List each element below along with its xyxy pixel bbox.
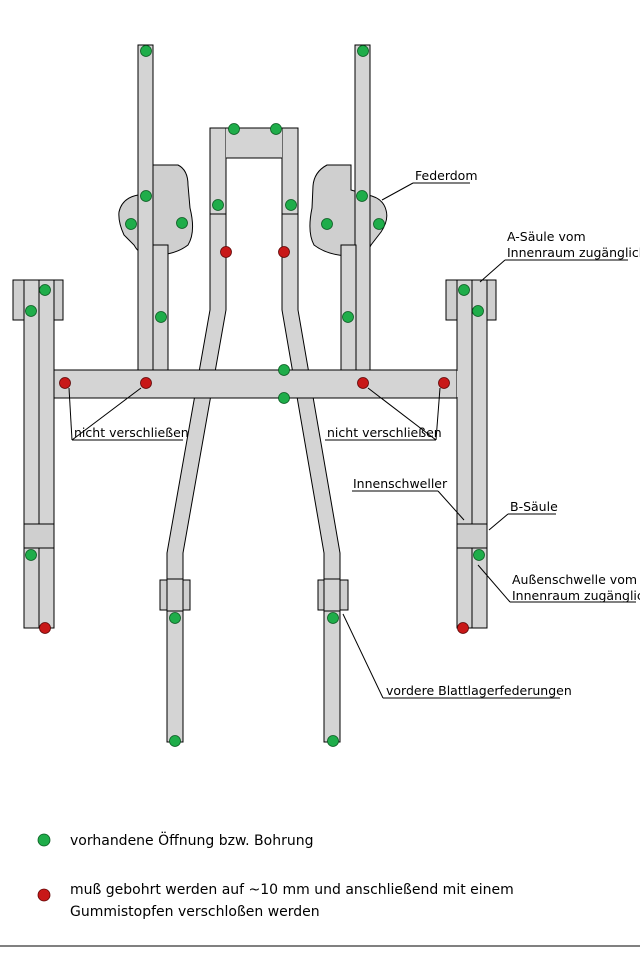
label-aussenschwelle-2: Innenraum zugänglich bbox=[512, 588, 640, 603]
label-innenschweller: Innenschweller bbox=[353, 476, 448, 491]
right-sill-inner bbox=[456, 279, 473, 629]
label-aussenschwelle-1: Außenschwelle vom bbox=[512, 572, 637, 587]
left-sill-outer bbox=[23, 279, 40, 629]
label-blattlager: vordere Blattlagerfederungen bbox=[386, 683, 572, 698]
holes-to-drill bbox=[39, 246, 469, 634]
left-shock-tower-bracket bbox=[118, 164, 194, 256]
right-upper-rail bbox=[354, 44, 371, 371]
legend: vorhandene Öffnung bzw. Bohrung muß gebo… bbox=[37, 831, 514, 920]
label-a-saeule-2: Innenraum zugänglich bbox=[507, 245, 640, 260]
legend-red-text-1: muß gebohrt werden auf ~10 mm und anschl… bbox=[70, 882, 514, 898]
main-crossmember bbox=[51, 369, 458, 399]
label-nicht-verschliessen-left: nicht verschließen bbox=[74, 425, 189, 440]
right-shock-tower-bracket bbox=[309, 164, 388, 257]
legend-green-text: vorhandene Öffnung bzw. Bohrung bbox=[70, 831, 313, 849]
right-inner-rail bbox=[340, 244, 357, 371]
legend-red-dot bbox=[37, 888, 51, 902]
right-sill-outer bbox=[471, 279, 488, 629]
label-federdom: Federdom bbox=[415, 168, 478, 183]
left-sill-inner bbox=[38, 279, 55, 629]
label-b-saeule: B-Säule bbox=[510, 499, 558, 514]
existing-holes bbox=[25, 45, 485, 747]
legend-red-text-2: Gummistopfen verschloßen werden bbox=[70, 904, 320, 920]
left-upper-rail bbox=[137, 44, 154, 371]
legend-green-dot bbox=[37, 833, 51, 847]
leader-lines bbox=[68, 182, 636, 699]
left-inner-rail bbox=[152, 244, 169, 371]
label-a-saeule-1: A-Säule vom bbox=[507, 229, 586, 244]
label-nicht-verschliessen-right: nicht verschließen bbox=[327, 425, 442, 440]
